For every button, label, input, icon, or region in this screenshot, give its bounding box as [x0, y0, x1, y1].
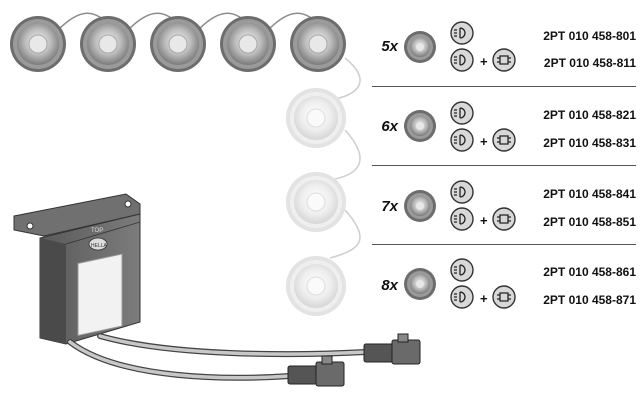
part-number: 2PT 010 458-851 [543, 215, 636, 229]
lamp [290, 16, 346, 72]
plus-sign: + [480, 291, 488, 306]
lamp-thumbnail [404, 110, 436, 142]
variant-quantity: 7x [381, 198, 398, 215]
daytime-running-lamp-icon [450, 21, 474, 45]
control-box [13, 193, 141, 345]
daytime-running-lamp-icon [450, 101, 474, 125]
variant-quantity: 8x [381, 277, 398, 294]
part-number: 2PT 010 458-811 [543, 56, 636, 70]
part-number: 2PT 010 458-871 [543, 293, 636, 307]
plus-sign: + [480, 134, 488, 149]
lamp [10, 16, 66, 72]
lamp [80, 16, 136, 72]
lamp [220, 16, 276, 72]
optional-lamp [286, 256, 346, 316]
daytime-running-lamp-icon [450, 285, 474, 309]
lamp-thumbnail [404, 268, 436, 300]
optional-lamp [286, 172, 346, 232]
lamp-thumbnail [404, 190, 436, 222]
part-number: 2PT 010 458-821 [543, 108, 636, 122]
lamp-thumbnail [404, 31, 436, 63]
lamp [150, 16, 206, 72]
daytime-running-lamp-icon [450, 48, 474, 72]
part-number: 2PT 010 458-841 [543, 187, 636, 201]
separator [372, 244, 636, 245]
plus-sign: + [480, 213, 488, 228]
daytime-running-lamp-icon [450, 180, 474, 204]
separator [372, 86, 636, 87]
optional-lamps [286, 88, 346, 316]
position-lamp-icon [492, 207, 516, 231]
position-lamp-icon [492, 285, 516, 309]
variant-quantity: 6x [381, 118, 398, 135]
connector [287, 355, 345, 387]
lamp-cables [57, 12, 361, 259]
control-box-top-label: TOP [91, 228, 103, 234]
part-number: 2PT 010 458-861 [543, 265, 636, 279]
part-number: 2PT 010 458-801 [543, 29, 636, 43]
optional-lamp [286, 88, 346, 148]
control-box-logo: HELLA [91, 243, 108, 249]
daytime-running-lamp-icon [450, 258, 474, 282]
daytime-running-lamp-icon [450, 128, 474, 152]
variant-thumbnails [404, 31, 436, 300]
position-lamp-icon [492, 48, 516, 72]
separator [372, 165, 636, 166]
wiring-harness [67, 333, 369, 381]
part-number: 2PT 010 458-831 [543, 136, 636, 150]
connector [363, 333, 421, 365]
plus-sign: + [480, 54, 488, 69]
daytime-running-lamp-icon [450, 207, 474, 231]
lamp-row [10, 16, 346, 72]
function-symbols [450, 21, 516, 309]
position-lamp-icon [492, 128, 516, 152]
variant-quantity: 5x [381, 38, 398, 55]
